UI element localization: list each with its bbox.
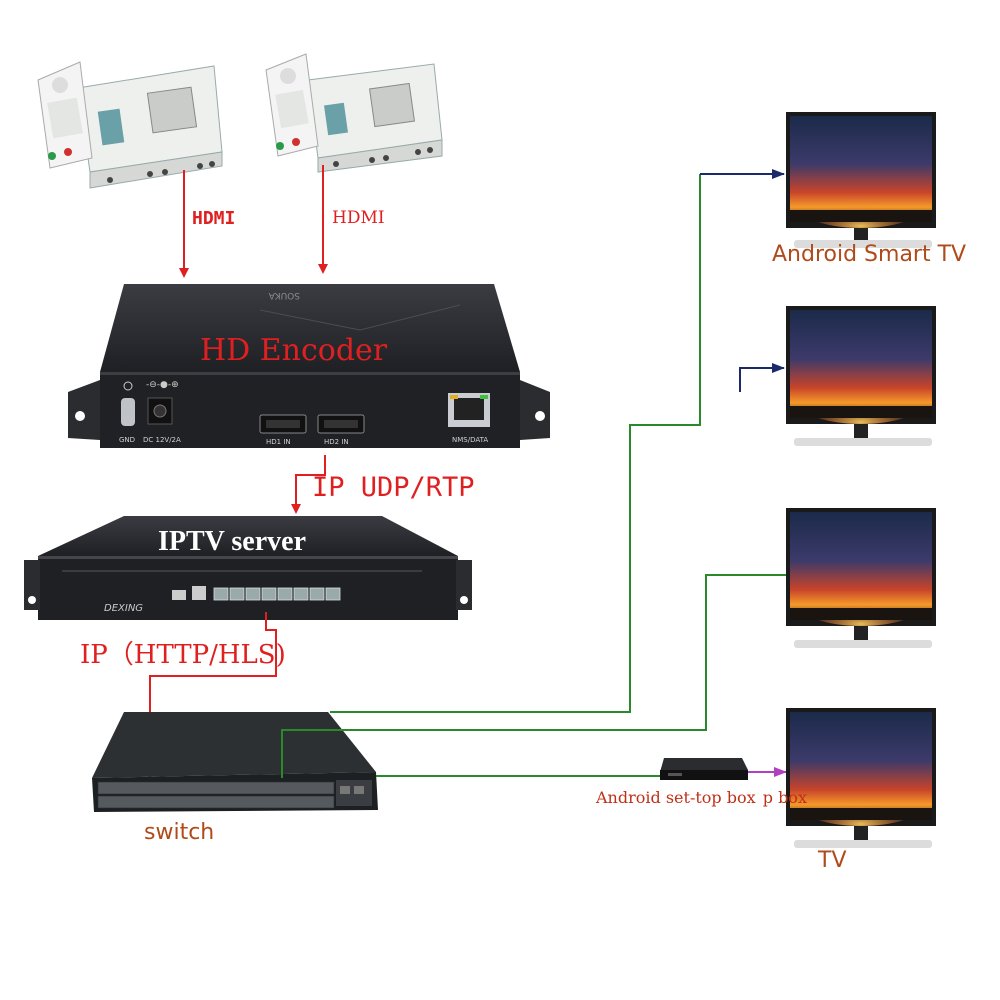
remote-control-icon [37,61,93,169]
android-stb-label: Android set-top box p box [596,790,807,806]
tv-monitor-icon [786,508,936,648]
encoder-title: HD Encoder [200,333,388,368]
tv-monitor-icon [786,112,936,248]
encoder-port-hd2-label: HD2 IN [324,438,349,446]
server-ethernet-ports [213,587,341,601]
dc-power-jack: -⊖-●-⊕ [146,380,179,425]
encoder-port-gnd-label: GND [119,436,135,444]
udp-rtp-arrow [291,455,326,514]
server-brand: DEXING [104,603,143,614]
tv-monitor-2 [786,306,936,446]
green-wire-to-tv-3 [281,574,786,778]
tv-monitor-icon [786,306,936,446]
encoder-port-nms-label: NMS/DATA [452,436,488,444]
encoder-port-dc-label: DC 12V/2A [143,436,181,444]
iptv-server-title: IPTV server [158,526,306,557]
encoder-port-hd1-label: HD1 IN [266,438,291,446]
encoder-top-brand: SOUKA [268,290,300,300]
android-stb-text: Android set-top box [596,788,756,807]
gnd-terminal [121,381,135,426]
navy-arrow-to-tv-2 [739,363,785,392]
android-stb-overlap-text: p box [762,788,807,807]
tv-monitor-1 [786,112,936,248]
android-smart-tv-label: Android Smart TV [772,242,967,267]
rack-server-icon [24,516,472,620]
http-hls-arrow [145,612,277,780]
receiver-2 [265,53,443,173]
udp-rtp-label: IP UDP/RTP [312,472,475,503]
receiver-1 [37,61,223,189]
svg-text:-⊖-●-⊕: -⊖-●-⊕ [146,380,179,390]
hdmi-port-1 [259,414,307,434]
iptv-server-device [24,516,472,620]
http-hls-label: IP（HTTP/HLS) [80,640,286,670]
green-wire-to-tv-1 [330,174,701,713]
hdmi-port-2 [317,414,365,434]
tv-label: TV [818,848,847,873]
remote-control-icon [265,53,319,157]
set-top-box-icon [660,758,748,780]
network-switch-device [92,712,378,812]
ethernet-port [448,393,490,427]
hd-encoder-device: -⊖-●-⊕ [68,284,550,448]
satellite-receiver-icon [77,65,223,189]
tv-monitor-3 [786,508,936,648]
satellite-receiver-icon [307,63,443,173]
switch-label: switch [144,820,215,845]
hdmi-label-2: HDMI [332,208,385,228]
hdmi-label-1: HDMI [192,208,236,229]
tv-monitor-icon [786,708,936,848]
tv-monitor-4 [786,708,936,848]
network-switch-icon [92,712,378,812]
